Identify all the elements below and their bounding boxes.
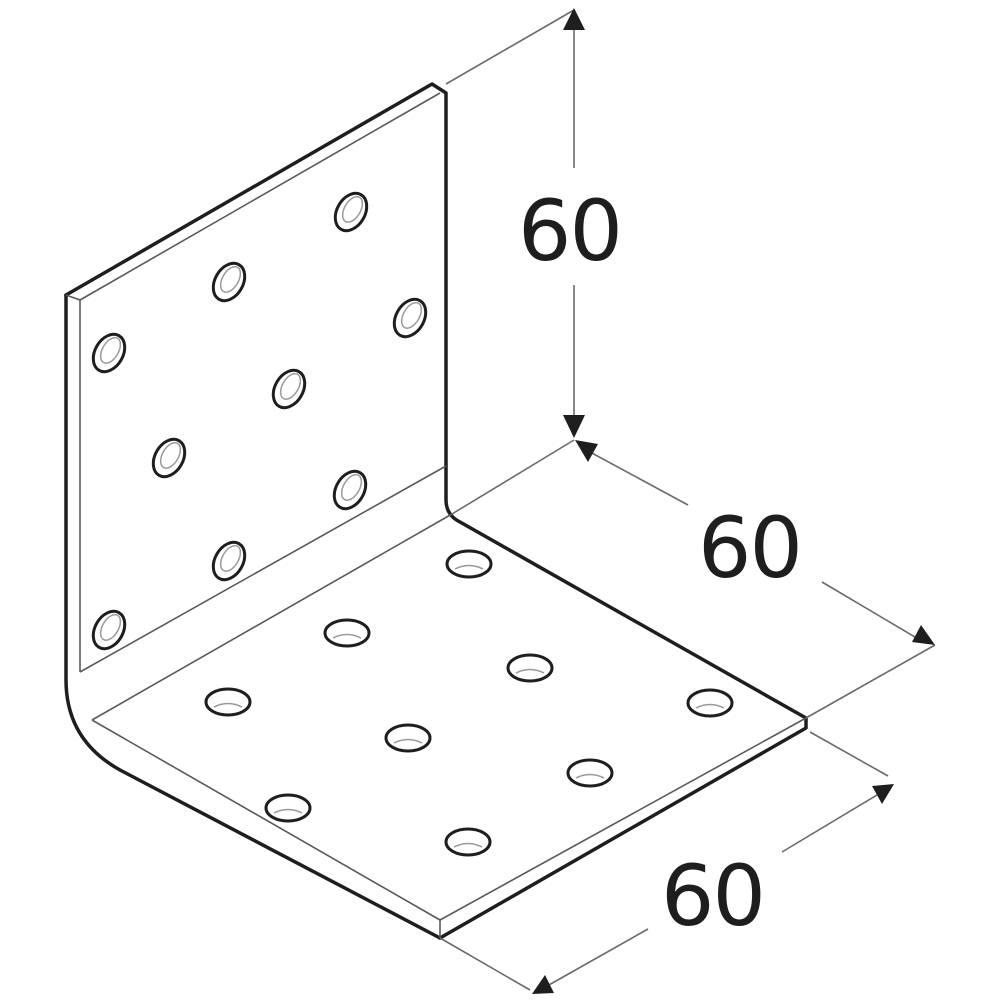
arrow-up-left-icon (575, 440, 598, 462)
arrow-down-left-icon (532, 975, 554, 994)
height-dimension (445, 8, 585, 438)
vertical-flange (64, 82, 808, 940)
arrow-down-icon (563, 415, 585, 438)
arrow-down-right-icon (912, 625, 935, 645)
horizontal-flange-holes (204, 549, 734, 857)
width-dimension-label: 60 (655, 850, 770, 942)
vertical-flange-holes (91, 191, 428, 651)
horizontal-flange (438, 716, 808, 940)
depth-dimension-label: 60 (692, 502, 807, 594)
width-dimension (439, 731, 894, 994)
height-dimension-label: 60 (512, 185, 627, 277)
arrow-up-right-icon (872, 784, 894, 804)
depth-dimension (451, 439, 936, 719)
arrow-up-icon (563, 8, 585, 30)
